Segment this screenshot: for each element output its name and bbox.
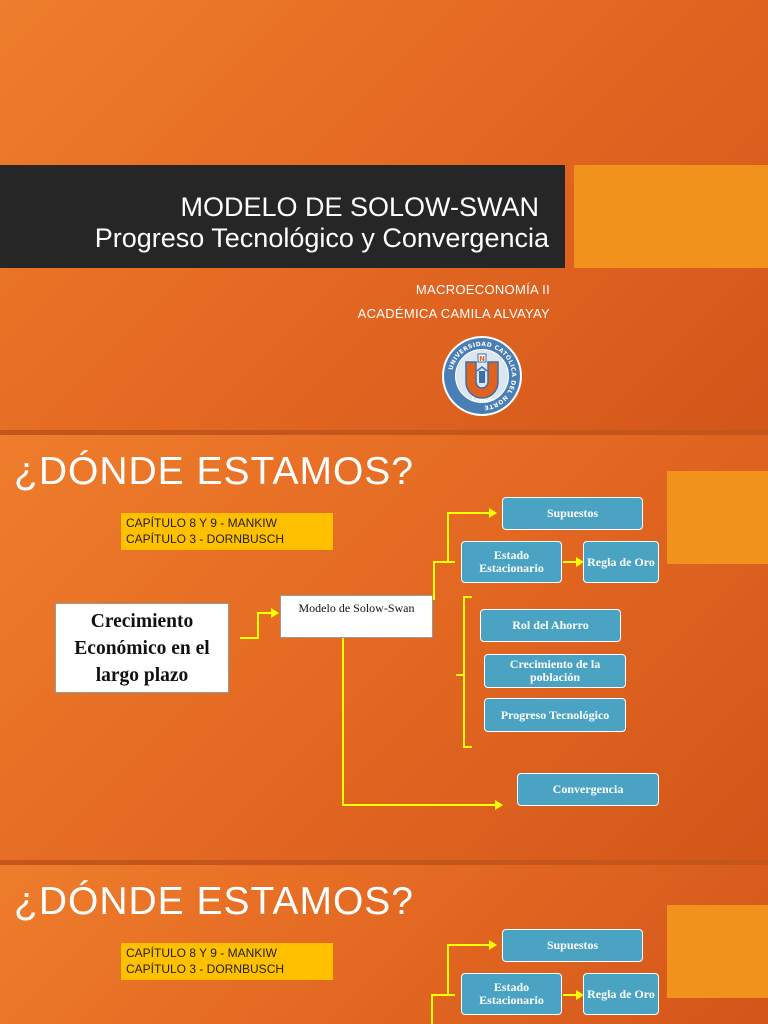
node-progreso-tecnologico: Progreso Tecnológico bbox=[484, 698, 626, 732]
accent-box bbox=[667, 471, 768, 564]
reference-line: CAPÍTULO 3 - DORNBUSCH bbox=[126, 962, 285, 976]
reference-line: CAPÍTULO 8 Y 9 - MANKIW bbox=[126, 516, 277, 530]
chapter-references: CAPÍTULO 8 Y 9 - MANKIW CAPÍTULO 3 - DOR… bbox=[121, 943, 333, 980]
overview-slide-repeat[interactable]: ¿DÓNDE ESTAMOS? CAPÍTULO 8 Y 9 - MANKIW … bbox=[0, 865, 768, 1024]
main-topic-box: Crecimiento Económico en el largo plazo bbox=[55, 603, 229, 693]
title-slide[interactable]: MODELO DE SOLOW-SWAN Progreso Tecnológic… bbox=[0, 0, 768, 430]
course-name: MACROECONOMÍA II bbox=[415, 282, 550, 297]
logo-bottom-text: CHILE bbox=[470, 394, 494, 404]
node-supuestos: Supuestos bbox=[502, 497, 643, 530]
node-regla-de-oro: Regla de Oro bbox=[583, 973, 659, 1015]
overview-slide[interactable]: ¿DÓNDE ESTAMOS? CAPÍTULO 8 Y 9 - MANKIW … bbox=[0, 435, 768, 860]
accent-box bbox=[667, 905, 768, 998]
node-regla-de-oro: Regla de Oro bbox=[583, 541, 659, 583]
diagram-connectors bbox=[240, 508, 584, 810]
node-crecimiento-poblacion: Crecimiento de la población bbox=[484, 654, 626, 688]
slide-heading: ¿DÓNDE ESTAMOS? bbox=[14, 450, 414, 493]
node-convergencia: Convergencia bbox=[517, 773, 659, 806]
reference-line: CAPÍTULO 3 - DORNBUSCH bbox=[126, 532, 285, 546]
title-band: MODELO DE SOLOW-SWAN Progreso Tecnológic… bbox=[0, 165, 565, 268]
node-rol-del-ahorro: Rol del Ahorro bbox=[480, 609, 621, 642]
node-estado-estacionario: Estado Estacionario bbox=[461, 973, 562, 1015]
logo-letter: N bbox=[479, 355, 485, 363]
slide-subtitle: Progreso Tecnológico y Convergencia bbox=[94, 223, 549, 253]
node-supuestos: Supuestos bbox=[502, 929, 643, 962]
diagram-connectors bbox=[431, 940, 584, 1024]
reference-line: CAPÍTULO 8 Y 9 - MANKIW bbox=[126, 946, 277, 960]
accent-box bbox=[574, 165, 768, 268]
slide-heading: ¿DÓNDE ESTAMOS? bbox=[14, 880, 414, 923]
chapter-references: CAPÍTULO 8 Y 9 - MANKIW CAPÍTULO 3 - DOR… bbox=[121, 513, 333, 550]
node-estado-estacionario: Estado Estacionario bbox=[461, 541, 562, 583]
svg-text:CHILE: CHILE bbox=[470, 394, 494, 404]
model-box: Modelo de Solow-Swan bbox=[280, 595, 433, 638]
instructor-name: ACADÉMICA CAMILA ALVAYAY bbox=[357, 306, 550, 321]
slide-title: MODELO DE SOLOW-SWAN bbox=[180, 192, 539, 222]
university-logo: UNIVERSIDAD CATÓLICA DEL NORTE CHILE N bbox=[442, 336, 522, 416]
